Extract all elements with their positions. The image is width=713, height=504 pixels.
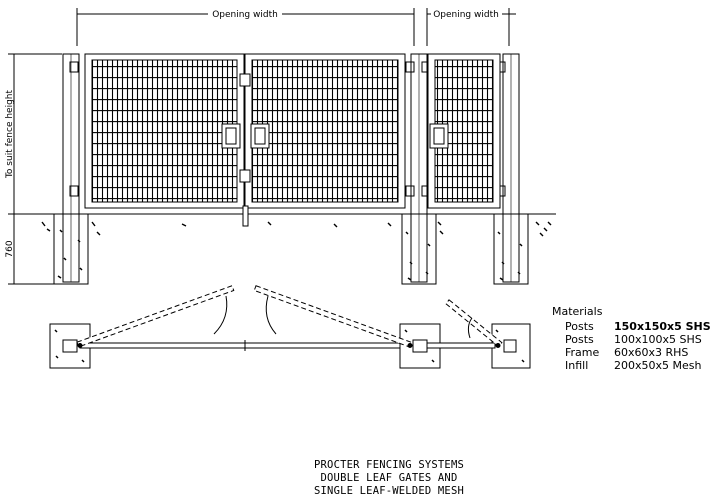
post-right — [496, 53, 520, 283]
dimension-fence-height — [8, 53, 62, 285]
gate-leaf-single — [427, 53, 501, 209]
material-item: Frame — [565, 346, 600, 359]
drop-bolt — [242, 205, 249, 227]
gate-leaf-center — [239, 53, 406, 209]
ground-line — [8, 213, 556, 237]
material-spec: 60x60x3 RHS — [614, 346, 688, 359]
title-line-3: SINGLE LEAF-WELDED MESH — [314, 485, 464, 497]
elevation-view — [8, 8, 556, 285]
dimension-labels: Opening width Opening width To suit fenc… — [5, 10, 499, 258]
material-item: Posts — [565, 333, 594, 346]
materials-list: Materials Posts 150x150x5 SHS Posts 100x100… — [552, 305, 711, 372]
material-spec: 100x100x5 SHS — [614, 333, 702, 346]
gate-leaf-left — [84, 53, 245, 209]
title-line-2: DOUBLE LEAF GATES AND — [321, 472, 458, 484]
plan-hardware — [77, 343, 501, 348]
fence-height-label: To suit fence height — [5, 89, 15, 179]
plan-gate-open-center — [253, 285, 412, 348]
post-middle — [405, 53, 431, 283]
material-item: Infill — [565, 359, 588, 372]
footing-depth-label: 760 — [5, 240, 15, 257]
plan-gate-open-single — [445, 299, 503, 348]
opening-width-label-double: Opening width — [212, 10, 278, 20]
material-spec: 200x50x5 Mesh — [614, 359, 701, 372]
title-line-1: PROCTER FENCING SYSTEMS — [314, 459, 464, 471]
materials-heading: Materials — [552, 305, 603, 318]
plan-view — [49, 285, 531, 369]
plan-gate-closed — [79, 340, 496, 351]
plan-gate-open-left — [76, 285, 235, 348]
title-block: PROCTER FENCING SYSTEMS DOUBLE LEAF GATE… — [314, 459, 464, 497]
material-item: Posts — [565, 320, 594, 333]
dimension-opening-width — [76, 8, 516, 46]
material-spec: 150x150x5 SHS — [614, 320, 711, 333]
post-left — [62, 53, 80, 283]
opening-width-label-single: Opening width — [433, 10, 499, 20]
